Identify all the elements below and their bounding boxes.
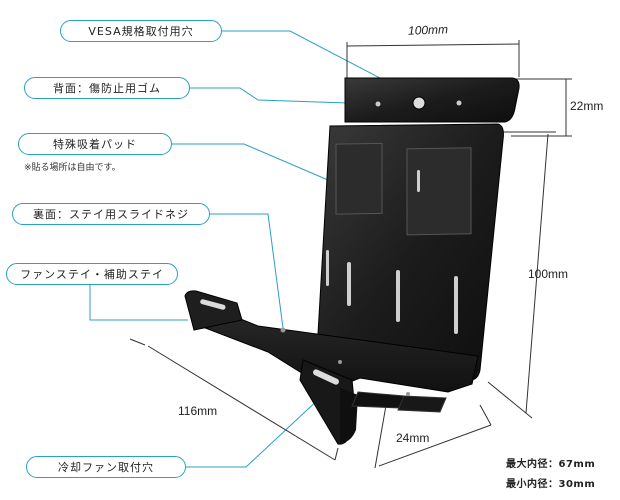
callout-back-rubber: 背面：傷防止用ゴム [24, 77, 190, 99]
left-wing [184, 290, 243, 331]
callout-vesa-holes: VESA規格取付用穴 [60, 20, 222, 42]
bottom-screw [406, 392, 410, 396]
mount-bracket [184, 77, 520, 445]
callout-fan-stay: ファンステイ・補助ステイ [6, 263, 178, 285]
line-fan-holes [186, 381, 338, 468]
base-plate [184, 296, 479, 393]
slide-screw [280, 327, 286, 333]
callout-slide-screw: 裏面：ステイ用スライドネジ [12, 203, 210, 225]
vesa-hole-small-right [456, 100, 462, 106]
vesa-hole-large [412, 96, 426, 110]
line-vesa [222, 30, 421, 100]
front-wing-face [340, 388, 358, 443]
dim-top-height: 22mm [570, 99, 604, 113]
callout-cooling-fan-holes: 冷却ファン取付穴 [26, 456, 186, 478]
line-slide-screw [210, 213, 284, 329]
dimension-lines [129, 40, 572, 469]
dim-plate-height: 100mm [528, 267, 569, 281]
dim-base-length: 116mm [178, 404, 218, 418]
pad-note: ※貼る場所は自由です。 [24, 163, 121, 173]
line-rubber [190, 87, 379, 105]
front-wing-slot [313, 369, 339, 385]
line-pads [172, 143, 343, 187]
dim-base-depth: 24mm [396, 431, 430, 445]
dim-top-width: 100mm [407, 22, 449, 38]
spec-max-inner: 最大内径：67mm [506, 459, 596, 470]
foot-left [351, 391, 405, 409]
spec-min-inner: 最小内径：30mm [506, 479, 596, 490]
left-wing-slot [200, 299, 226, 310]
back-plate-slots [326, 170, 458, 334]
pad-right [406, 147, 472, 236]
pad-left [335, 142, 383, 215]
base-screw [338, 360, 342, 364]
vesa-tab [344, 77, 520, 123]
callout-special-pads: 特殊吸着パッド [18, 133, 172, 155]
foot-right [397, 395, 447, 413]
vesa-hole-small-left [375, 101, 381, 107]
